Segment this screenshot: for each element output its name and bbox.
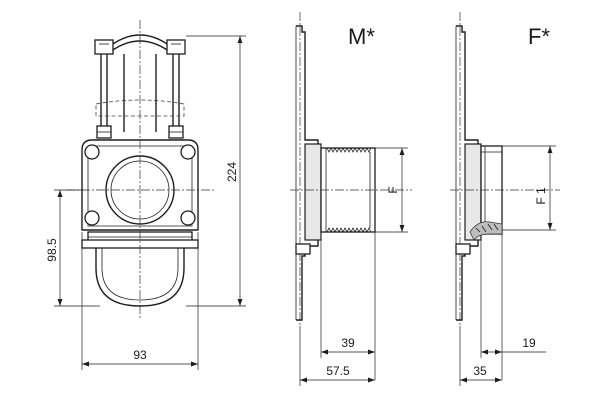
female-thread-length-label: 19 (522, 336, 536, 350)
dim-female-total-length: 35 (459, 326, 502, 386)
male-thread-size-label: F (386, 186, 400, 193)
lower-height-label: 98.5 (45, 238, 59, 262)
male-thread-length-label: 39 (341, 336, 355, 350)
dim-overall-height: 224 (186, 35, 246, 307)
dim-lower-height: 98.5 (45, 189, 100, 307)
overall-height-label: 224 (225, 162, 239, 182)
dim-female-thread-size: F 1 (502, 145, 556, 231)
female-total-length-label: 35 (473, 364, 487, 378)
male-view-title: M* (348, 24, 375, 49)
top-bolts (96, 125, 184, 139)
dim-male-thread-size: F (375, 147, 408, 233)
female-view-title: F* (528, 24, 550, 49)
front-view: 224 98.5 93 (45, 20, 246, 370)
dim-body-width: 93 (81, 232, 199, 370)
male-total-length-label: 57.5 (326, 364, 350, 378)
dim-male-thread-length: 39 (320, 232, 376, 380)
female-thread-size-label: F 1 (534, 187, 548, 205)
male-side-view: M* F 39 57 (290, 12, 412, 386)
yoke-bracket (94, 34, 186, 132)
body-width-label: 93 (133, 348, 147, 362)
female-side-view: F* F 1 19 (450, 12, 560, 386)
dim-female-thread-length: 19 (480, 234, 546, 380)
dim-male-total-length: 57.5 (299, 326, 375, 386)
